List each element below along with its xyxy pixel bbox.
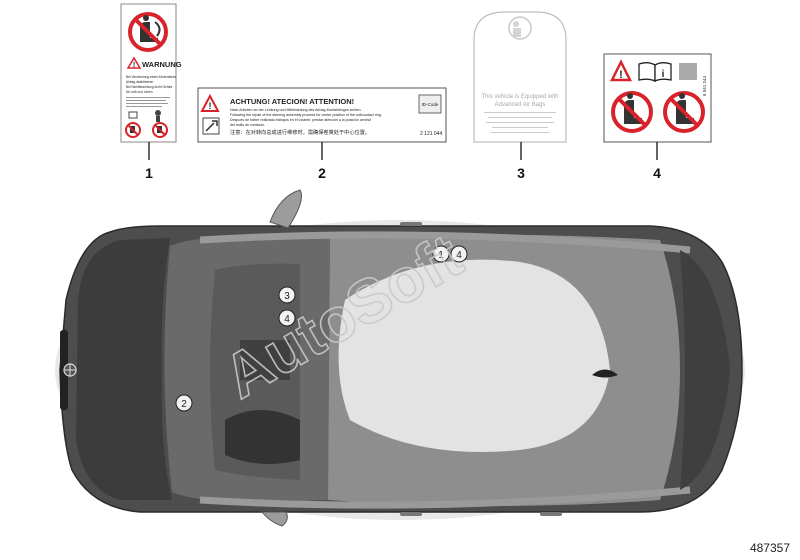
label-2-heading: ACHTUNG! ATECION! ATTENTION! <box>230 97 354 106</box>
label-2-number: 2 <box>318 165 326 181</box>
label-2-line: Después de haber realizado trabajos en e… <box>230 118 371 122</box>
id-code-badge-text: ID-Code <box>422 102 439 107</box>
no-child-seat-icon <box>128 12 168 52</box>
label-1-sticker: ! WARNUNG Bei Verwendung eines Kindersit… <box>120 3 182 143</box>
label-3-number: 3 <box>517 165 525 181</box>
steering-wrench-icon <box>202 117 220 135</box>
label-4-code: 6 941 244 <box>702 75 707 96</box>
label-3-line: Advanced Air Bags <box>495 102 546 108</box>
car-top-view <box>55 189 745 527</box>
roof-rail-right <box>199 486 691 509</box>
callout-bubble[interactable]: 2 <box>175 394 193 412</box>
center-console <box>240 340 290 380</box>
svg-text:i: i <box>662 69 665 80</box>
warning-triangle-icon: ! <box>609 59 633 82</box>
label-1-line: Bei Verwendung eines Kindersitzes <box>126 75 176 79</box>
label-2-sticker: ! ACHTUNG! ATECION! ATTENTION! Nach Arbe… <box>197 87 447 143</box>
no-rear-facing-seat-icon <box>663 91 705 133</box>
no-child-seat-small-icon <box>125 122 141 138</box>
label-1-line: für Leib und Leben <box>126 90 153 94</box>
grey-square <box>679 63 697 80</box>
label-1-line: Airbag deaktivieren <box>126 80 154 84</box>
brand-logo-icon <box>63 363 77 377</box>
seat-pictogram-icon <box>128 110 161 122</box>
no-rear-facing-seat-icon <box>611 91 653 133</box>
shark-fin-antenna <box>592 369 618 378</box>
svg-text:!: ! <box>209 101 212 111</box>
svg-text:!: ! <box>619 69 623 81</box>
warning-triangle-icon: ! <box>126 56 142 69</box>
roof-rail-left <box>199 231 691 254</box>
airbag-logo-icon <box>508 16 532 40</box>
label-1-number: 1 <box>145 165 153 181</box>
mirror-right <box>260 511 288 527</box>
label-3-line: This vehicle is Equipped with <box>481 94 558 100</box>
label-2-line: Nach Arbeiten an der Lenkung und Mittels… <box>230 108 361 112</box>
id-code-badge <box>418 94 442 114</box>
manual-book-icon: i <box>638 62 672 82</box>
label-2-line: Following the repair of the steering ass… <box>230 113 382 117</box>
svg-text:4: 4 <box>284 314 290 325</box>
label-3-sticker: This vehicle is Equipped with Advanced A… <box>473 11 567 143</box>
label-2-chinese-line: 注意：在对转向总成进行维修时，需确保卷簧处于中心位置。 <box>230 128 370 136</box>
car-hood <box>76 238 172 500</box>
svg-text:2: 2 <box>181 399 187 410</box>
label-2-code: 2 121 044 <box>420 131 442 137</box>
label-1-line: Bei Nichtbeachtung droht Gefahr <box>126 85 173 89</box>
svg-text:4: 4 <box>456 250 462 261</box>
diagram-id: 487357 <box>750 541 790 555</box>
warning-triangle-icon: ! <box>200 93 220 112</box>
label-4-sticker: ! i 6 941 244 <box>603 53 712 143</box>
label-4-number: 4 <box>653 165 661 181</box>
panoramic-roof-highlight <box>338 259 610 452</box>
label-1-heading: WARNUNG <box>142 60 182 69</box>
no-child-seat-small-icon <box>152 122 168 138</box>
label-2-line: del anillo de contacto. <box>230 123 265 127</box>
svg-text:!: ! <box>133 62 135 69</box>
callout-bubble[interactable]: 4 <box>278 309 296 327</box>
svg-text:3: 3 <box>284 291 290 302</box>
mirror-left <box>269 189 302 229</box>
svg-text:1: 1 <box>438 250 444 261</box>
callout-bubble[interactable]: 4 <box>450 245 468 263</box>
callout-bubble[interactable]: 1 <box>432 245 450 263</box>
callout-bubble[interactable]: 3 <box>278 286 296 304</box>
